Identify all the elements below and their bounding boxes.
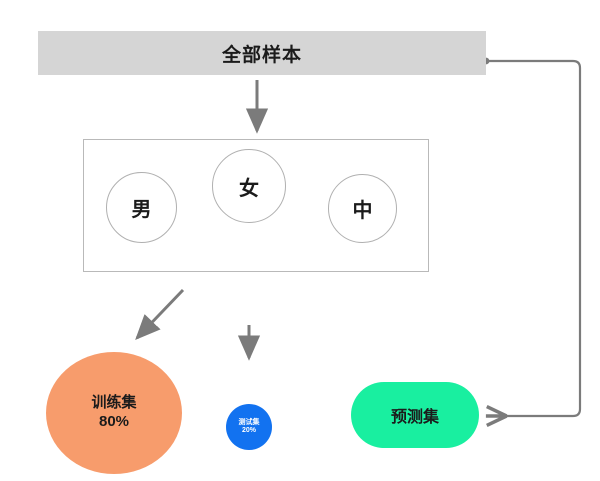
node-training-set-label: 训练集	[91, 394, 137, 412]
node-test-set[interactable]: 测试集 20%	[226, 404, 272, 450]
node-male-label: 男	[131, 199, 152, 221]
connector-group-to-train	[135, 288, 185, 340]
node-female[interactable]: 女	[212, 149, 286, 223]
node-training-set[interactable]: 训练集 80%	[46, 352, 182, 474]
connector-all-samples-to-predict	[482, 57, 582, 428]
node-test-set-percent: 20%	[241, 427, 256, 434]
node-test-set-label: 测试集	[238, 418, 260, 426]
node-prediction-set-label: 预测集	[390, 409, 439, 426]
node-training-set-percent: 80%	[98, 413, 130, 430]
node-middle-label: 中	[352, 200, 373, 222]
node-prediction-set[interactable]: 预测集	[351, 382, 479, 448]
node-all-samples[interactable]: 全部样本	[38, 31, 486, 75]
node-middle[interactable]: 中	[328, 174, 397, 243]
node-all-samples-label: 全部样本	[221, 44, 302, 66]
node-male[interactable]: 男	[106, 172, 177, 243]
node-female-label: 女	[239, 177, 259, 200]
